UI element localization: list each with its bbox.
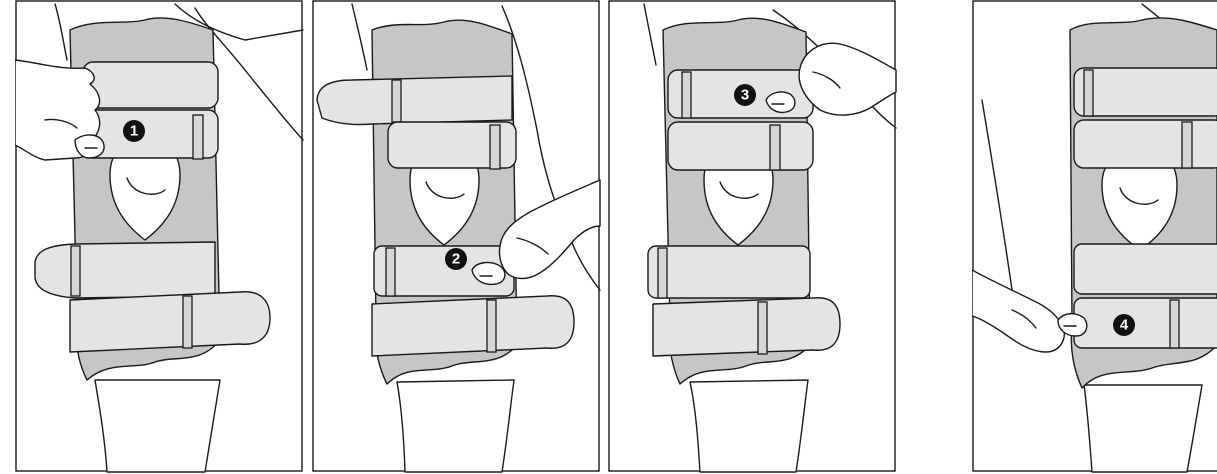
- strap: [1074, 120, 1217, 168]
- strap-buckle: [758, 302, 767, 354]
- strap-buckle: [658, 248, 667, 298]
- svg-text:4: 4: [1120, 317, 1129, 334]
- svg-text:3: 3: [741, 87, 749, 104]
- step-badge: 2: [445, 248, 467, 270]
- strap: [372, 296, 574, 356]
- strap: [1074, 298, 1217, 348]
- strap-buckle: [386, 248, 395, 296]
- strap-buckle: [682, 72, 691, 118]
- strap-buckle: [183, 296, 192, 348]
- strap: [1074, 244, 1217, 294]
- step-3-illustration: 3: [608, 0, 898, 474]
- step-4-panel: 4: [972, 0, 1217, 474]
- step-badge: 1: [123, 120, 145, 142]
- strap-buckle: [1182, 122, 1192, 168]
- strap-buckle: [487, 300, 496, 352]
- strap: [668, 122, 813, 170]
- strap: [35, 242, 215, 298]
- strap-buckle: [770, 125, 780, 170]
- strap-buckle: [71, 246, 80, 296]
- strap: [653, 298, 840, 356]
- strap: [83, 62, 218, 108]
- step-1-panel: 1: [15, 0, 305, 474]
- svg-text:2: 2: [452, 251, 460, 268]
- strap-buckle: [1170, 300, 1179, 348]
- step-badge: 4: [1113, 314, 1135, 336]
- step-4-illustration: 4: [972, 0, 1217, 474]
- lower-leg: [690, 380, 808, 472]
- step-3-panel: 3: [608, 0, 898, 474]
- lower-leg: [1084, 385, 1202, 472]
- strap: [1074, 68, 1217, 116]
- strap: [648, 246, 810, 298]
- step-badge: 3: [734, 84, 756, 106]
- svg-text:1: 1: [130, 123, 138, 140]
- step-2-illustration: 2: [312, 0, 602, 474]
- strap: [317, 76, 512, 125]
- strap-buckle: [392, 80, 401, 122]
- strap-buckle: [490, 125, 500, 169]
- step-1-illustration: 1: [15, 0, 305, 474]
- lower-leg: [397, 380, 514, 472]
- strap-buckle: [1084, 70, 1093, 116]
- step-2-panel: 2: [312, 0, 602, 474]
- strap: [70, 292, 270, 352]
- lower-leg: [95, 380, 220, 472]
- strap-buckle: [193, 115, 203, 159]
